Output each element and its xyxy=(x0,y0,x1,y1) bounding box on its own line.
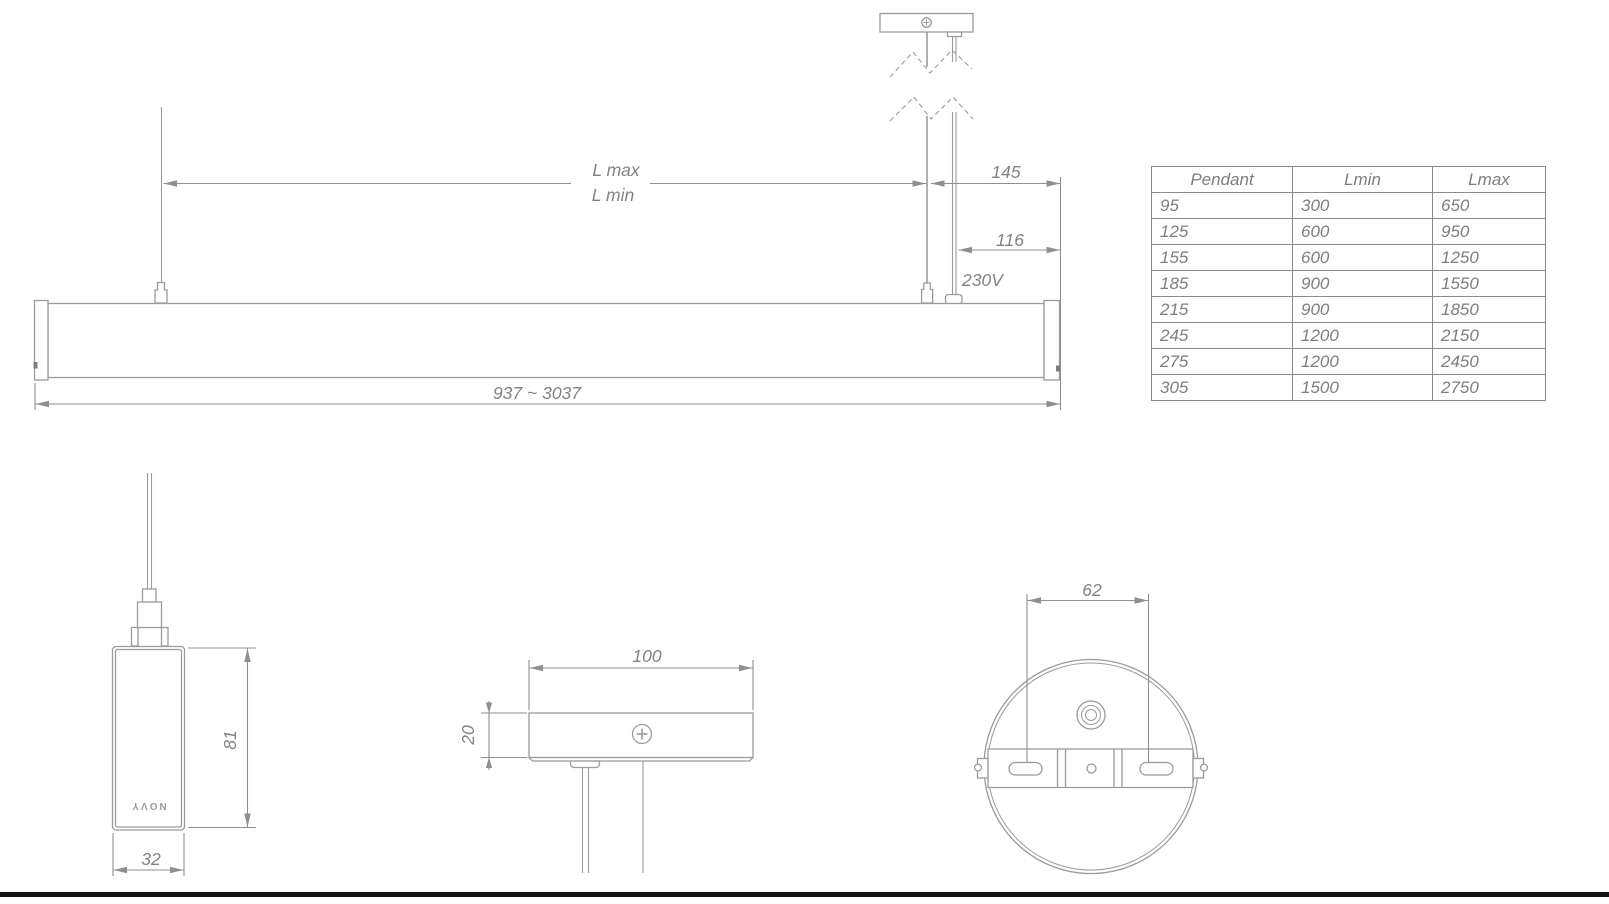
cable-gland-icon xyxy=(1076,700,1106,730)
end-cap-right xyxy=(1043,299,1061,381)
bracket-power-cable xyxy=(581,767,590,873)
dim-81-label: 81 xyxy=(220,730,240,749)
wire-cone-fitting-left xyxy=(154,281,168,304)
table-header-row: Pendant Lmin Lmax xyxy=(1151,166,1546,193)
mounting-slot-left xyxy=(1008,761,1043,776)
lmax-label: L max xyxy=(592,160,641,180)
fixture-bar xyxy=(33,299,1061,381)
end-view-body xyxy=(111,645,186,831)
table-row: 215 900 1850 xyxy=(1151,296,1546,323)
bracket-view: 100 20 xyxy=(458,646,754,873)
center-hole xyxy=(1086,763,1097,774)
overall-length-label: 937 ~ 3037 xyxy=(493,383,582,403)
bracket-plate xyxy=(528,712,754,759)
bracket-screw-icon xyxy=(631,723,653,745)
side-tab-left xyxy=(973,757,989,779)
table-row: 155 600 1250 xyxy=(1151,244,1546,271)
side-tab-right xyxy=(1192,757,1209,779)
table-row: 305 1500 2750 xyxy=(1151,374,1546,401)
dim-100 xyxy=(528,660,754,710)
end-view: NOVY 81 32 xyxy=(111,473,256,876)
end-view-connector xyxy=(130,588,169,647)
table-row: 185 900 1550 xyxy=(1151,270,1546,297)
pendant-length-table: Pendant Lmin Lmax 95 300 650 125 600 950… xyxy=(1151,166,1546,401)
dim-100-label: 100 xyxy=(632,646,661,666)
dim-62 xyxy=(1026,594,1150,762)
table-row: 95 300 650 xyxy=(1151,192,1546,219)
dim-81 xyxy=(188,647,256,829)
bottom-border-bar xyxy=(0,892,1609,897)
end-cap-left xyxy=(33,299,49,381)
dim-20 xyxy=(481,701,527,770)
front-view: L max L min 145 116 230V 937 ~ 3037 xyxy=(33,12,1062,410)
dim-20-label: 20 xyxy=(458,725,478,746)
cable-break-symbol xyxy=(889,49,974,122)
mounting-screw-icon xyxy=(921,17,932,28)
wire-cone-fitting-right xyxy=(920,282,934,304)
lmin-label: L min xyxy=(592,185,634,205)
table-row: 125 600 950 xyxy=(1151,218,1546,245)
col-header-lmax: Lmax xyxy=(1432,166,1546,193)
dim-32 xyxy=(112,833,185,876)
bracket-cable-grommet xyxy=(569,760,601,769)
table-row: 275 1200 2450 xyxy=(1151,348,1546,375)
voltage-label: 230V xyxy=(961,270,1005,290)
canopy-view: 62 xyxy=(973,580,1209,875)
power-cable xyxy=(951,36,957,294)
power-cable-fitting xyxy=(944,293,963,305)
dim-145-label: 145 xyxy=(991,162,1020,182)
col-header-pendant: Pendant xyxy=(1151,166,1293,193)
logo-novy: NOVY xyxy=(130,800,166,811)
bracket-plate-lip xyxy=(528,757,754,762)
table-row: 245 1200 2150 xyxy=(1151,322,1546,349)
dim-32-label: 32 xyxy=(141,849,161,869)
dim-62-label: 62 xyxy=(1082,580,1102,600)
end-connector-mark-left xyxy=(33,362,38,369)
col-header-lmin: Lmin xyxy=(1292,166,1433,193)
mounting-slot-right xyxy=(1139,761,1174,776)
end-connector-mark-right xyxy=(1056,365,1060,372)
end-view-wire xyxy=(146,473,153,589)
dim-116-label: 116 xyxy=(996,230,1024,250)
mounting-band xyxy=(987,748,1194,789)
